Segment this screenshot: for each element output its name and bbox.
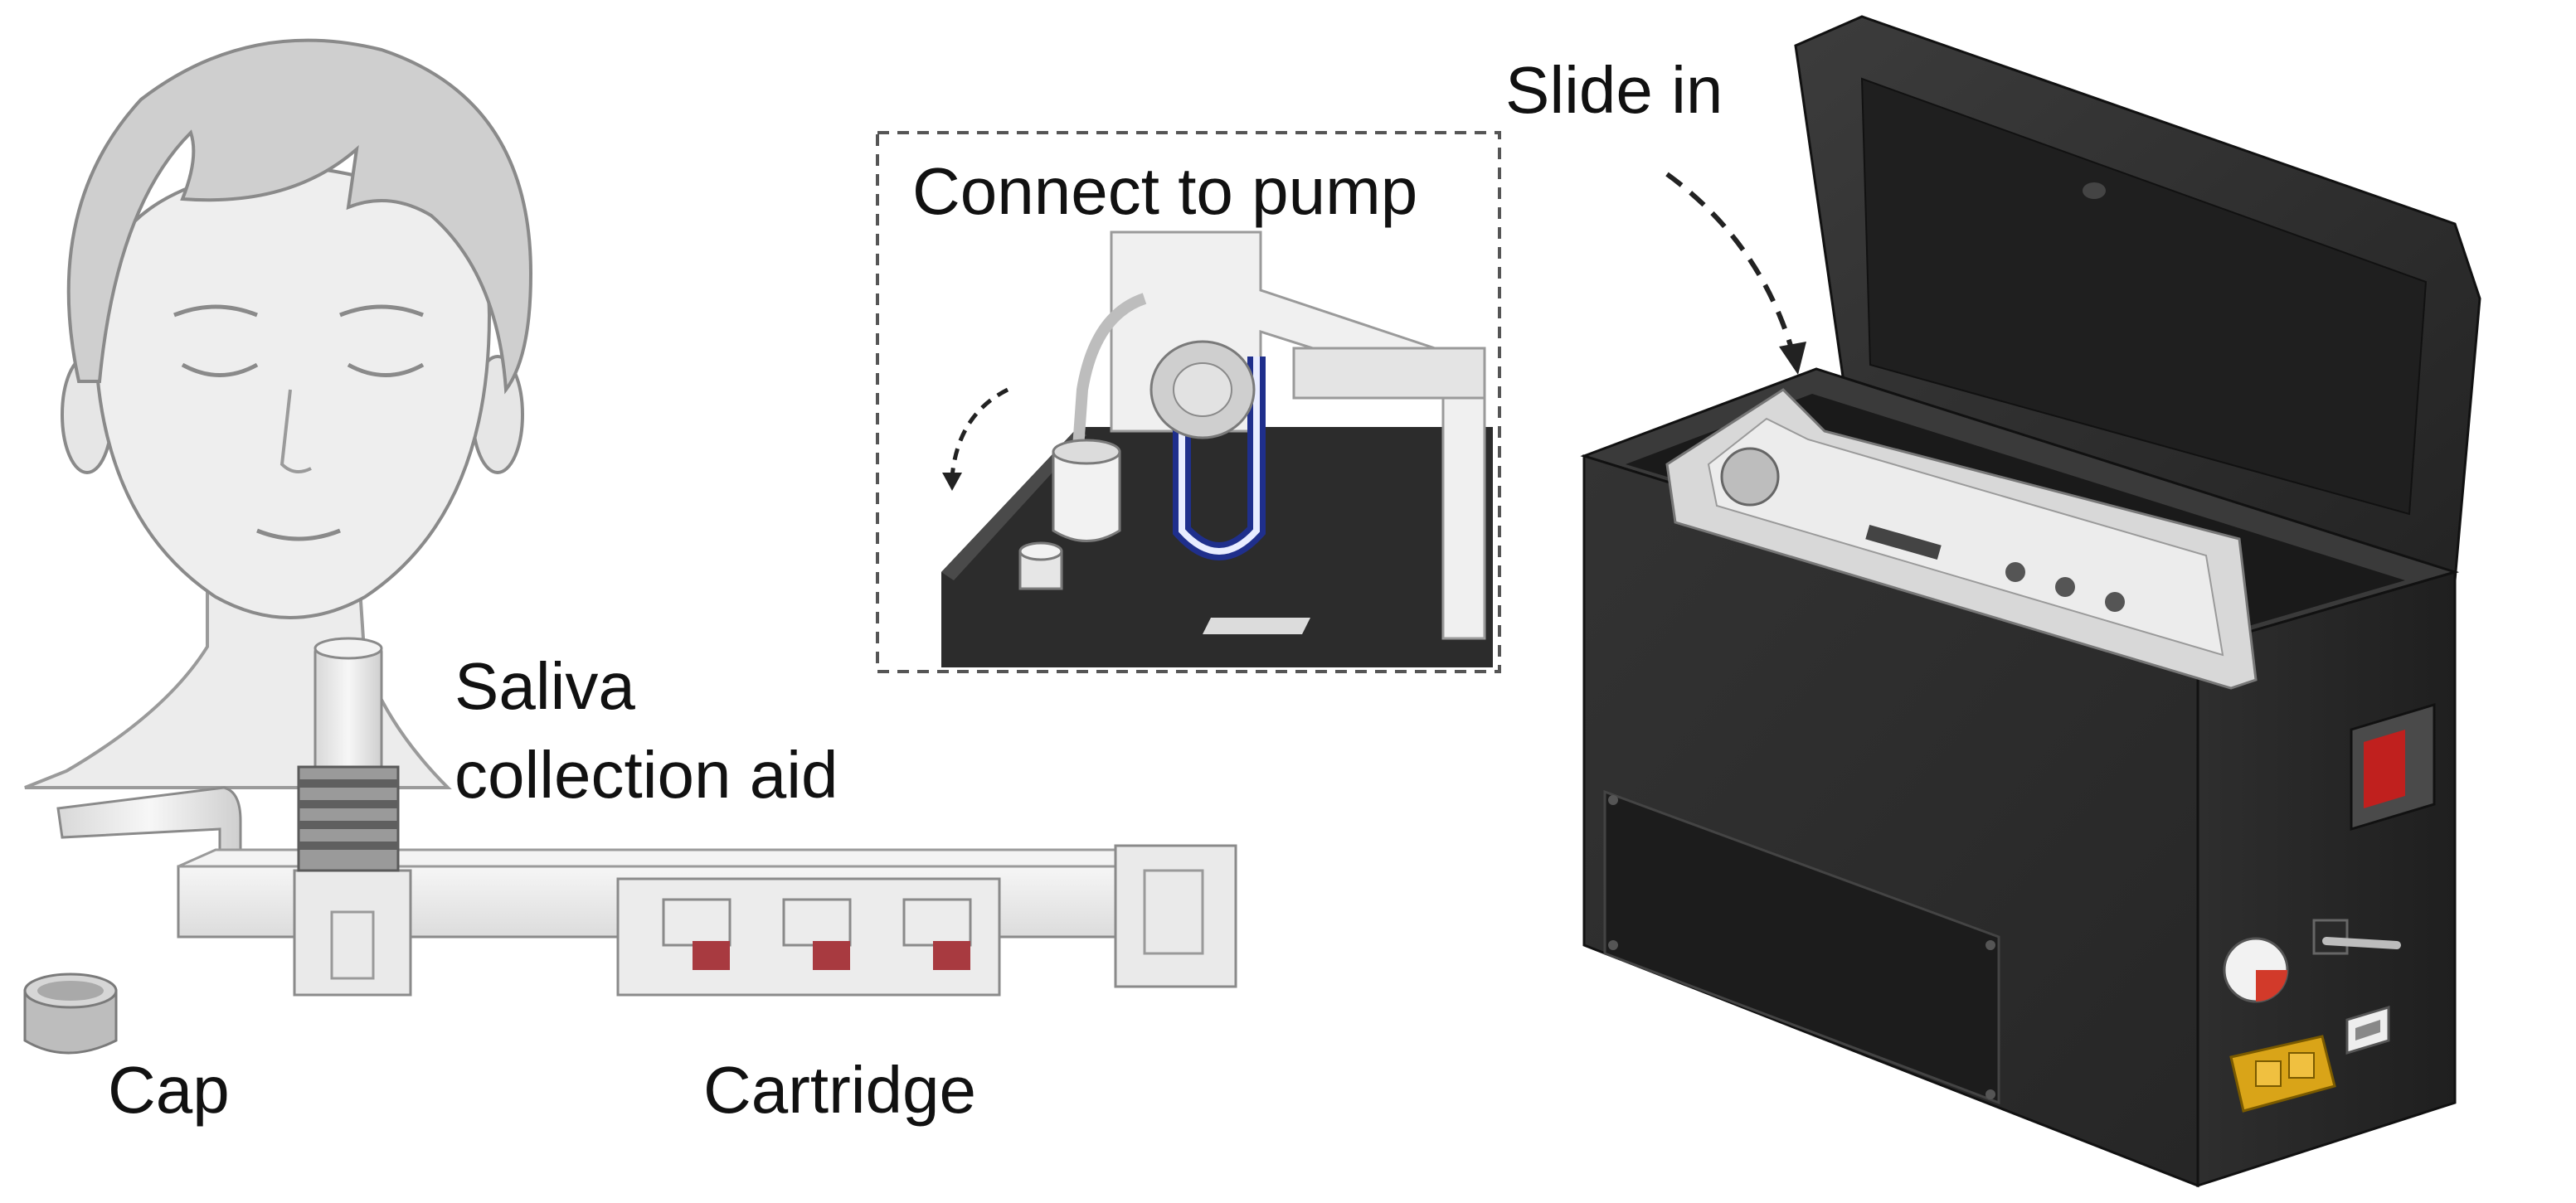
toggle-switch-icon: [2312, 919, 2401, 955]
slide-in-arrow: [1665, 172, 1794, 349]
label-cap: Cap: [108, 1053, 230, 1127]
inserted-cartridge: [1665, 388, 2258, 690]
inset-slot: [1203, 618, 1310, 634]
label-saliva-line2: collection aid: [454, 738, 838, 812]
left-brow: [173, 304, 258, 318]
reaction-chambers: [662, 898, 972, 970]
front-display-panel: [1603, 789, 2000, 1105]
threaded-connector: [297, 765, 400, 872]
right-eye: [347, 362, 425, 377]
power-button-icon: [2223, 937, 2289, 1003]
cap-icon: [23, 973, 118, 1055]
chamber-block: [616, 877, 1001, 997]
usb-port-icon: [2345, 1005, 2390, 1055]
outlet-block: [1114, 844, 1237, 988]
hair: [66, 38, 533, 395]
inset-vial: [1052, 439, 1121, 542]
mouth: [256, 528, 341, 541]
right-brow: [339, 304, 424, 318]
face: [93, 163, 492, 619]
label-cartridge: Cartridge: [703, 1053, 976, 1127]
lid-inner: [1860, 77, 2428, 516]
cartridge-assembly: [56, 637, 1237, 997]
nose: [279, 389, 312, 473]
power-connector-icon: [2229, 1035, 2336, 1113]
analyzer-box-icon: [1580, 15, 2481, 1188]
left-eye: [181, 362, 259, 377]
inset-knob: [1018, 541, 1063, 590]
saliva-tube: [313, 645, 383, 773]
label-connect-to-pump: Connect to pump: [912, 154, 1417, 228]
chamber-3-fill: [933, 941, 970, 970]
chamber-1-fill: [693, 941, 730, 970]
label-slide-in: Slide in: [1505, 53, 1723, 127]
pump-inset: [876, 131, 1501, 673]
inlet-block: [293, 869, 412, 997]
chamber-2-fill: [813, 941, 850, 970]
label-saliva-line1: Saliva: [454, 649, 635, 723]
